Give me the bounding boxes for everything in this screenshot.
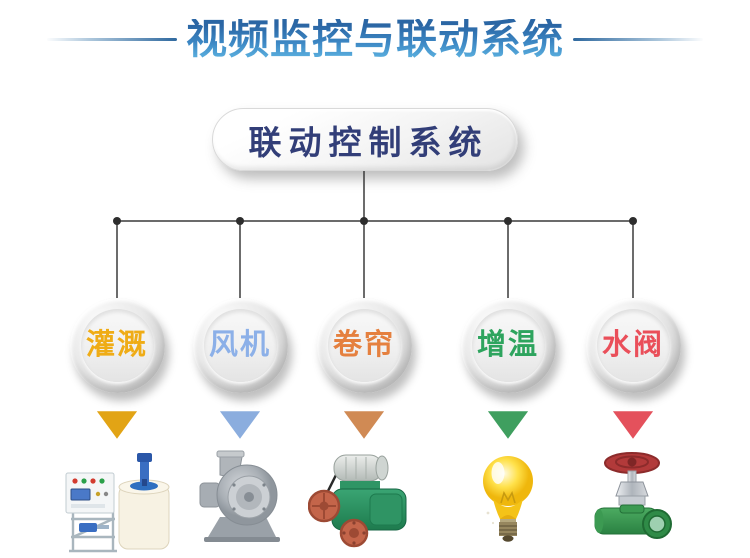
down-arrow-icon — [96, 411, 138, 439]
branch-fan: 风机 — [175, 298, 305, 555]
down-arrow-icon — [612, 411, 654, 439]
equipment-image-light-bulb — [479, 449, 537, 555]
branch-node-roller-curtain[interactable]: 卷帘 — [316, 298, 412, 393]
branch-node-face: 增温 — [471, 309, 545, 382]
title-rule-right — [573, 37, 703, 41]
root-node-linkage-control[interactable]: 联动控制系统 — [212, 108, 518, 171]
down-arrow-icon — [487, 411, 529, 439]
branch-label-water-valve: 水阀 — [601, 329, 664, 361]
title-rule-left — [47, 37, 177, 41]
branch-node-irrigation[interactable]: 灌溉 — [69, 298, 165, 393]
branch-water-valve: 水阀 — [568, 298, 698, 555]
branch-node-heating[interactable]: 增温 — [460, 298, 556, 393]
branch-node-face: 风机 — [203, 309, 277, 382]
branch-node-face: 灌溉 — [80, 309, 154, 382]
branch-node-water-valve[interactable]: 水阀 — [585, 298, 681, 393]
page-header: 视频监控与联动系统 — [0, 10, 750, 68]
equipment-image-dosing-machine — [61, 449, 173, 555]
branch-node-face: 卷帘 — [327, 309, 401, 382]
equipment-image-blower-fan — [190, 449, 290, 555]
equipment-image-water-valve — [590, 449, 676, 555]
branch-roller-curtain: 卷帘 — [299, 298, 429, 555]
branch-label-heating: 增温 — [476, 329, 539, 361]
branch-node-fan[interactable]: 风机 — [192, 298, 288, 393]
branch-label-roller-curtain: 卷帘 — [332, 329, 395, 361]
page-title: 视频监控与联动系统 — [186, 15, 564, 62]
branch-irrigation: 灌溉 — [52, 298, 182, 555]
down-arrow-icon — [343, 411, 385, 439]
equipment-image-roller-motor — [308, 449, 420, 555]
root-node-label: 联动控制系统 — [248, 123, 489, 161]
down-arrow-icon — [219, 411, 261, 439]
branch-label-fan: 风机 — [208, 329, 271, 361]
branch-node-face: 水阀 — [596, 309, 670, 382]
branch-heating: 增温 — [443, 298, 573, 555]
branch-label-irrigation: 灌溉 — [85, 329, 148, 361]
